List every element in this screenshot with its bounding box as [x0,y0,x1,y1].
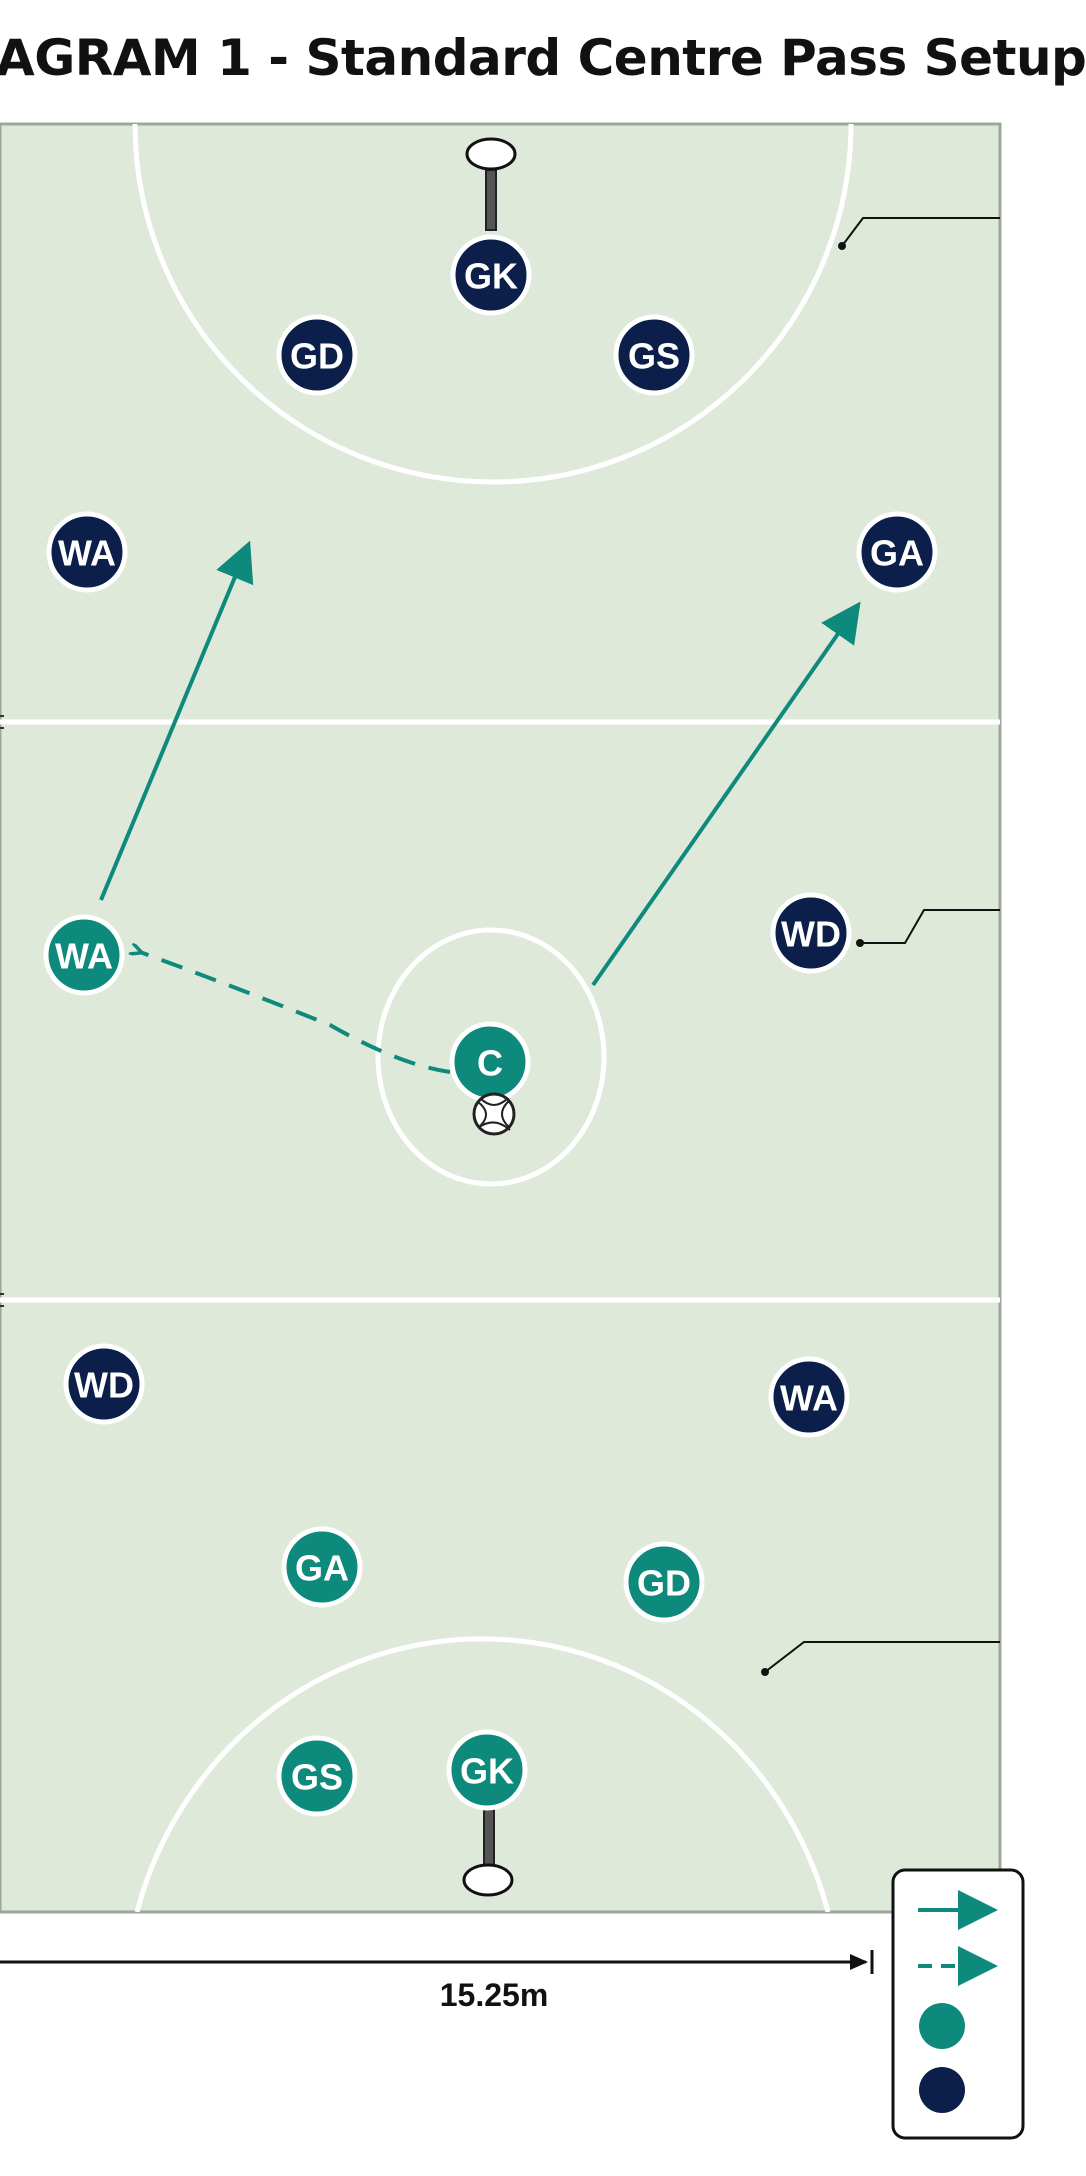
player-navy-wa-bottom: WA [768,1356,850,1438]
player-teal-gk-bottom: GK [446,1729,528,1811]
dimension-label: 15.25m [440,1977,549,2013]
player-navy-wd-centre: WD [770,892,852,974]
player-token [623,1541,705,1623]
player-token [856,511,938,593]
player-teal-gs-bottom: GS [276,1735,358,1817]
player-token [450,234,532,316]
player-token [768,1356,850,1438]
player-teal-wa-centre: WA [43,914,125,996]
player-label: GA [295,1548,349,1589]
player-token [276,1735,358,1817]
legend-box [891,1868,1025,2140]
callout-dot [856,939,864,947]
player-token [281,1526,363,1608]
player-token [446,1729,528,1811]
movement-arrow-ga [591,601,861,987]
legend [891,1868,1025,2140]
player-token [63,1343,145,1425]
player-token [43,914,125,996]
player-label: GA [870,533,924,574]
player-teal-ga-bottom: GA [281,1526,363,1608]
player-label: WD [781,914,841,955]
player-label: GK [464,256,518,297]
dimension-line [0,1950,874,1974]
player-navy-gk-top: GK [450,234,532,316]
player-label: WD [74,1365,134,1406]
player-token [770,892,852,974]
player-label: GS [628,336,680,377]
player-teal-c: C [449,1021,531,1103]
player-navy-gd-top: GD [276,314,358,396]
player-label: GD [290,336,344,377]
legend-navy-circle-icon [919,2067,965,2113]
goal-circle-bottom [134,1636,831,1912]
player-teal-gd-bottom: GD [623,1541,705,1623]
player-label: C [477,1043,503,1084]
goal-circle-top [132,124,854,485]
callout-lines [764,217,1000,1673]
centre-circle [375,927,607,1187]
netball-icon [472,1092,516,1136]
movement-arrow-wa [99,540,254,901]
pass-arrow-dashed [140,952,451,1074]
player-label: GK [460,1751,514,1792]
players-layer: GK GD GS WA GA WA WD C WD WA GA GD GS GK [43,234,938,1817]
diagram-title: AGRAM 1 - Standard Centre Pass Setup [0,18,1086,98]
player-label: GD [637,1563,691,1604]
diagram-title-text: AGRAM 1 - Standard Centre Pass Setup [0,29,1086,87]
player-token [613,314,695,396]
player-navy-wa-top: WA [46,511,128,593]
player-label: WA [55,936,113,977]
player-label: WA [780,1378,838,1419]
court-surface [0,122,1002,1914]
player-token [276,314,358,396]
callout-goal-circle-top [841,217,1000,247]
player-token [46,511,128,593]
court-diagram: GK GD GS WA GA WA WD C WD WA GA GD GS GK 15.25m [0,122,1025,2140]
legend-teal-circle-icon [919,2003,965,2049]
goal-post-top [465,137,517,231]
player-label: GS [291,1757,343,1798]
callout-dot [838,242,846,250]
player-navy-ga-top: GA [856,511,938,593]
player-navy-gs-top: GS [613,314,695,396]
player-navy-wd-bottom: WD [63,1343,145,1425]
player-label: WA [58,533,116,574]
callout-wd [860,909,1000,944]
callout-dot [761,1668,769,1676]
callout-goal-circle-bottom [764,1641,1000,1673]
